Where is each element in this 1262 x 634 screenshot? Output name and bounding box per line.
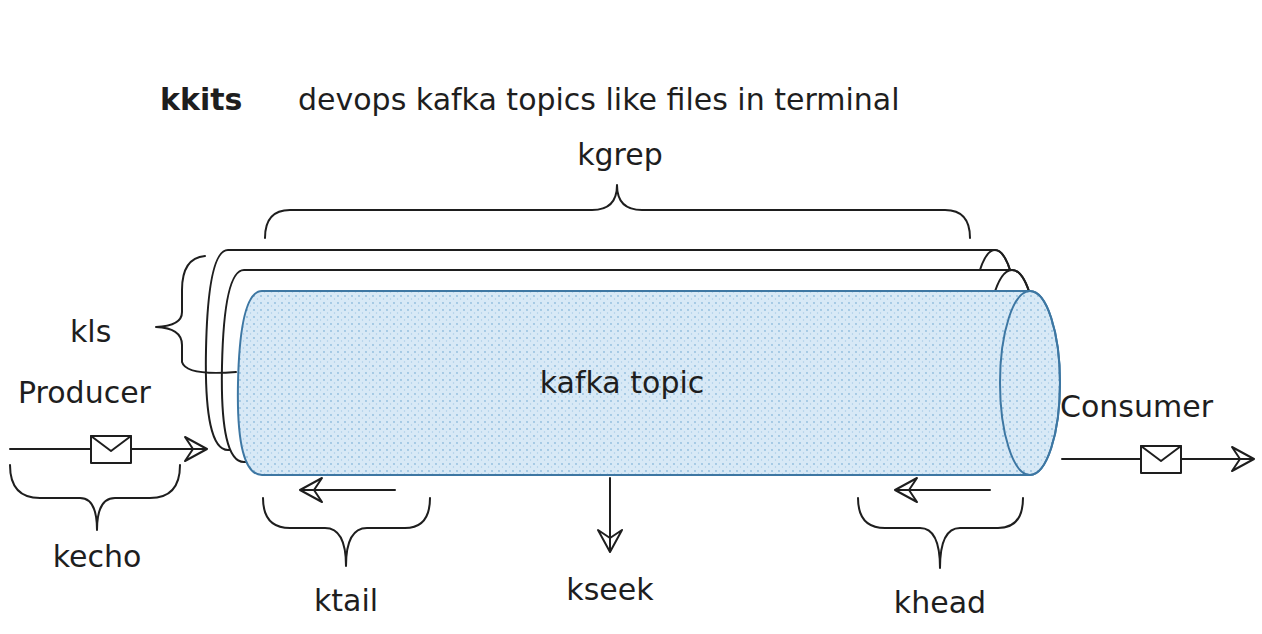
- command-label: kls: [70, 314, 111, 350]
- arrowhead: [185, 437, 207, 461]
- topic-label: kafka topic: [540, 365, 705, 401]
- brace: [156, 256, 236, 373]
- command-label: kgrep: [577, 137, 663, 173]
- subtitle: devops kafka topics like files in termin…: [298, 82, 900, 118]
- arrow-line: [897, 489, 990, 491]
- command-label: kecho: [53, 539, 142, 575]
- envelope-icon: [1141, 446, 1181, 473]
- topic-cylinder: kafka topic: [236, 289, 1062, 477]
- envelope-flap: [91, 436, 131, 451]
- command-label: ktail: [314, 583, 378, 619]
- envelope-flap: [1141, 446, 1181, 461]
- brace: [265, 185, 970, 238]
- role-label: Consumer: [1060, 389, 1213, 425]
- arrowhead: [1232, 447, 1254, 471]
- brace: [858, 498, 1023, 568]
- arrowhead: [300, 478, 322, 502]
- title: kkits: [160, 82, 242, 118]
- command-label: khead: [894, 585, 986, 621]
- command-label: kseek: [566, 572, 653, 608]
- brace: [263, 498, 430, 566]
- envelope-icon: [91, 436, 131, 463]
- role-label: Producer: [18, 375, 151, 411]
- arrowhead: [895, 478, 917, 502]
- arrowhead: [598, 530, 622, 552]
- brace: [10, 465, 180, 530]
- arrow-line: [609, 478, 611, 550]
- arrow-line: [302, 489, 395, 491]
